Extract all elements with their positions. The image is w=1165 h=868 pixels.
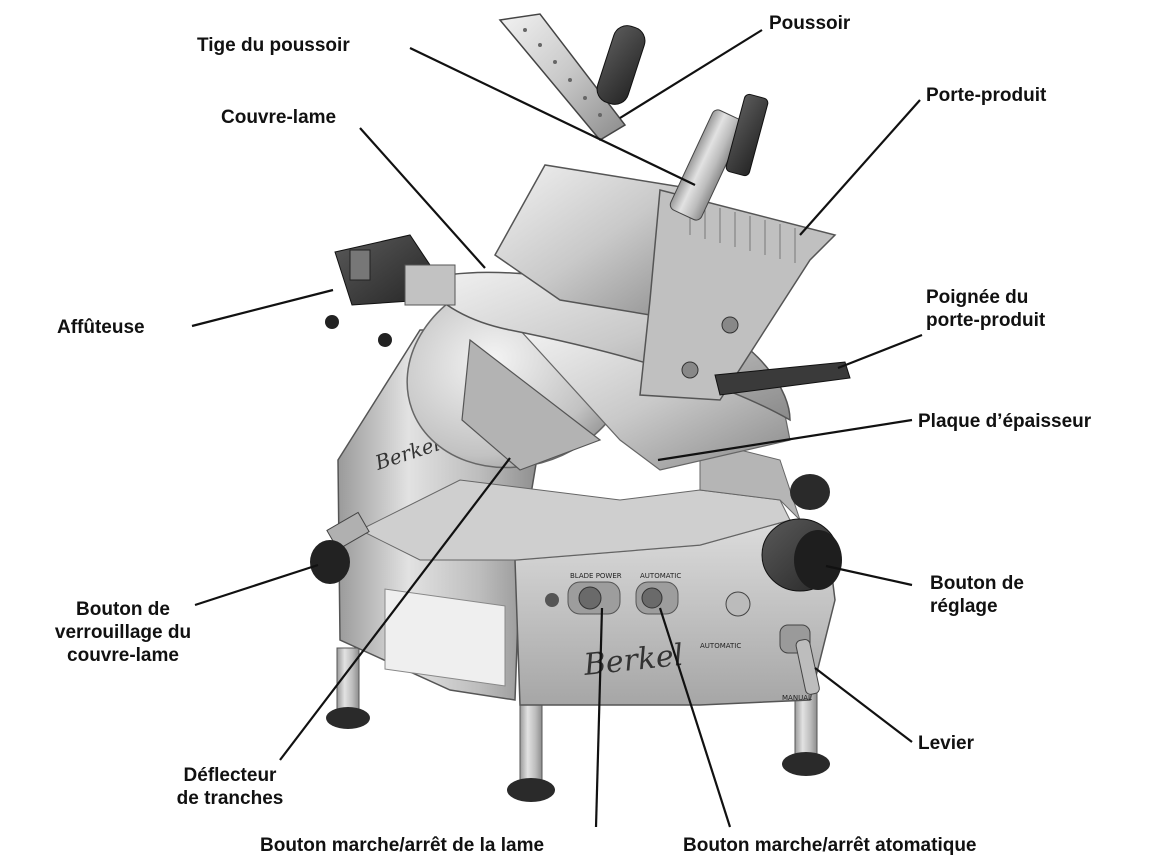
label-plaque-epaisseur: Plaque d’épaisseur xyxy=(918,411,1092,432)
label-deflecteur-line1: Déflecteur xyxy=(183,765,277,786)
label-bouton-reglage: Bouton de réglage xyxy=(930,572,1024,618)
control-panel: BLADE POWER AUTOMATIC AUTOMATIC MANUAL xyxy=(545,572,812,702)
leader-lines xyxy=(191,29,923,828)
blade-lock-knob xyxy=(310,511,370,584)
label-verrouillage-couvre-lame: Bouton de verrouillage du couvre-lame xyxy=(38,598,208,667)
label-deflecteur-line2: de tranches xyxy=(176,788,284,809)
lever xyxy=(779,624,820,695)
slice-deflector xyxy=(461,338,602,471)
label-verrouillage-line3: couvre-lame xyxy=(67,645,179,666)
label-porte-produit: Porte-produit xyxy=(926,85,1047,106)
panel-auto-text: AUTOMATIC xyxy=(640,572,681,580)
label-bouton-marche-lame: Bouton marche/arrêt de la lame xyxy=(260,835,545,856)
warning-sticker xyxy=(384,588,506,687)
label-poussoir: Poussoir xyxy=(769,13,851,34)
label-bouton-reglage-line2: réglage xyxy=(930,596,998,617)
rear-tower xyxy=(699,439,801,521)
label-tige-du-poussoir: Tige du poussoir xyxy=(197,35,350,56)
legs xyxy=(326,647,830,802)
tray-handle xyxy=(714,361,851,396)
base-top xyxy=(358,479,791,561)
label-levier: Levier xyxy=(918,733,974,754)
label-poignee-line2: porte-produit xyxy=(926,310,1046,331)
pusher-rod xyxy=(669,93,769,221)
panel-blade-text: BLADE POWER xyxy=(570,572,622,580)
label-couvre-lame: Couvre-lame xyxy=(221,107,337,128)
label-poignee-porte-produit: Poignée du porte-produit xyxy=(926,286,1045,332)
side-manual-text: MANUAL xyxy=(782,694,812,702)
label-verrouillage-line2: verrouillage du xyxy=(54,622,192,643)
label-bouton-reglage-line1: Bouton de xyxy=(930,573,1024,594)
side-auto-text: AUTOMATIC xyxy=(700,642,741,650)
adjustment-knob xyxy=(761,474,842,592)
sharpener xyxy=(325,234,456,347)
label-bouton-marche-automatique: Bouton marche/arrêt atomatique xyxy=(683,835,977,856)
label-poignee-line1: Poignée du xyxy=(926,287,1029,308)
label-deflecteur-tranches: Déflecteur de tranches xyxy=(150,764,310,810)
label-affuteuse: Affûteuse xyxy=(57,317,145,338)
label-verrouillage-line1: Bouton de xyxy=(76,599,170,620)
pusher xyxy=(498,13,646,141)
product-tray xyxy=(494,164,837,401)
